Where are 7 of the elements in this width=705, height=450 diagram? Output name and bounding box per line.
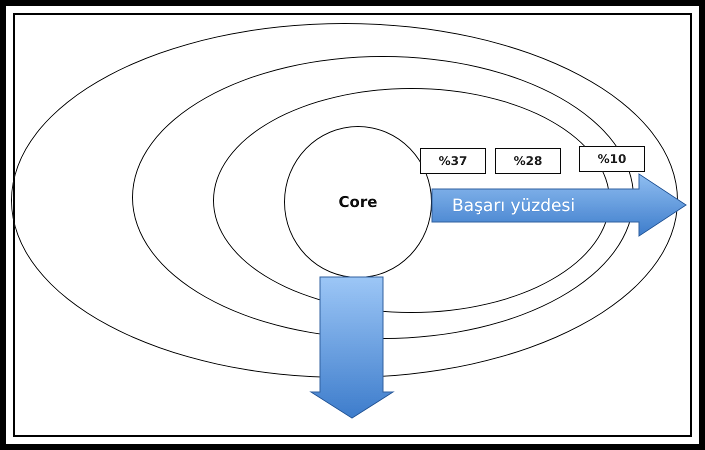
percentage-label: %37 [420,148,486,174]
arrow-label: Başarı yüzdesi [452,195,576,218]
percentage-label: %10 [579,146,645,172]
block-arrow [311,277,393,418]
block-arrow [432,174,686,236]
percentage-label: %28 [495,148,561,174]
core-label: Core [338,193,378,211]
